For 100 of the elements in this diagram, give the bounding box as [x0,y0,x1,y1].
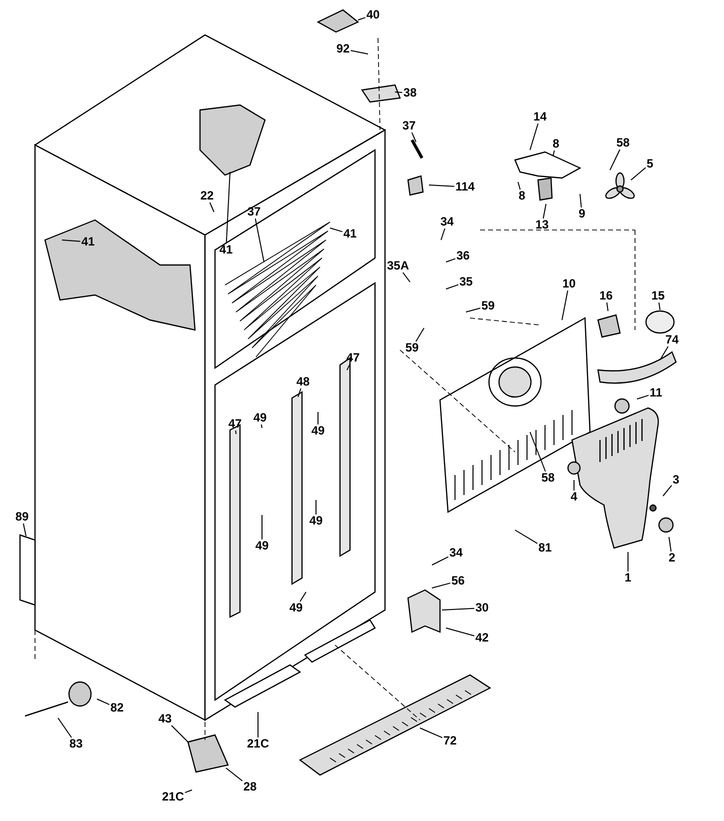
callout-number: 2 [668,552,676,564]
leader-line [432,582,451,588]
callout-number: 49 [252,412,268,424]
callout-number: 38 [402,86,418,100]
leader-line [394,92,403,93]
leader-line [402,272,410,282]
leader-line [562,290,568,320]
leader-line [235,430,236,434]
callout-number: 30 [474,602,490,614]
leader-line [428,184,455,187]
leader-line [420,728,443,738]
callout-number: 58 [540,472,556,484]
callout-number: 72 [442,734,458,748]
leader-line [254,218,264,262]
leader-line [514,530,538,544]
leader-line [96,698,110,706]
callout-number: 59 [480,300,496,312]
callout-number: 41 [342,228,358,240]
leader-line [184,790,192,794]
leader-line [630,167,646,180]
callout-number: 10 [561,278,577,290]
callout-number: 21C [161,790,185,804]
leader-line [658,302,660,310]
leader-line [350,50,368,54]
leader-line [636,394,650,400]
leader-line [518,182,521,190]
callout-number: 28 [242,780,258,794]
leader-line [668,536,672,552]
callout-number: 83 [68,738,84,750]
callout-number: 49 [310,424,326,438]
callout-number: 11 [648,386,664,400]
callout-number: 37 [401,120,417,132]
leader-line [530,432,546,472]
callout-number: 49 [288,602,304,614]
leader-line [415,328,424,342]
callout-number: 35A [386,260,410,272]
callout-number: 82 [109,702,125,714]
leader-line [62,240,81,242]
leader-line [330,228,343,232]
callout-number: 35 [458,276,474,288]
leader-line [22,523,26,536]
leader-line [209,202,214,212]
callout-number: 41 [80,236,96,248]
callout-number: 49 [308,514,324,528]
callout-number: 81 [537,542,553,554]
leader-line [411,132,416,142]
callout-number: 41 [218,244,234,256]
callout-number: 14 [532,110,548,124]
callout-number: 4 [570,490,578,504]
leader-line [442,608,475,610]
callout-number: 34 [439,216,455,228]
callout-number: 92 [335,42,351,56]
leader-line [552,150,555,156]
leader-line [662,484,672,496]
leader-line [171,725,188,742]
leader-line [446,628,475,636]
leader-line [432,556,449,566]
leader-line [660,346,669,360]
callout-number: 8 [552,138,560,150]
callout-number: 13 [534,218,550,232]
callout-number: 49 [254,540,270,552]
leader-line [260,424,262,428]
callout-number: 3 [672,474,680,486]
callout-number: 42 [474,632,490,644]
callout-number: 58 [615,136,631,150]
leader-line [542,204,546,219]
leader-line [610,149,620,170]
leader-line [358,17,366,20]
leader-line [606,302,608,312]
leader-line [440,228,446,240]
callout-number: 59 [404,342,420,354]
callout-number: 22 [199,190,215,202]
callout-number: 5 [646,158,654,170]
callout-number: 36 [455,250,471,262]
callout-number: 1 [624,572,632,584]
leader-line [58,718,72,738]
callout-number: 40 [365,8,381,22]
leader-line [446,284,459,290]
callout-number: 47 [227,418,243,430]
callout-number: 114 [454,180,476,194]
leader-line [226,768,243,782]
callout-number: 15 [650,290,666,302]
callout-number: 8 [518,190,526,202]
leader-line [530,123,539,150]
leader-line [298,388,302,398]
callout-number: 89 [14,510,30,524]
leader-line [446,258,456,262]
callout-number: 21C [246,738,270,750]
leader-line [466,308,481,312]
callout-number: 74 [664,334,680,346]
callout-number: 34 [448,546,464,560]
leader-line [346,364,350,370]
callout-number: 48 [295,376,311,388]
callout-number: 56 [450,574,466,588]
callout-number: 9 [578,208,586,220]
leader-line [580,194,582,208]
callout-number: 16 [598,290,614,302]
leader-line [300,592,306,602]
callout-number: 43 [157,712,173,726]
leader-line [226,172,230,244]
